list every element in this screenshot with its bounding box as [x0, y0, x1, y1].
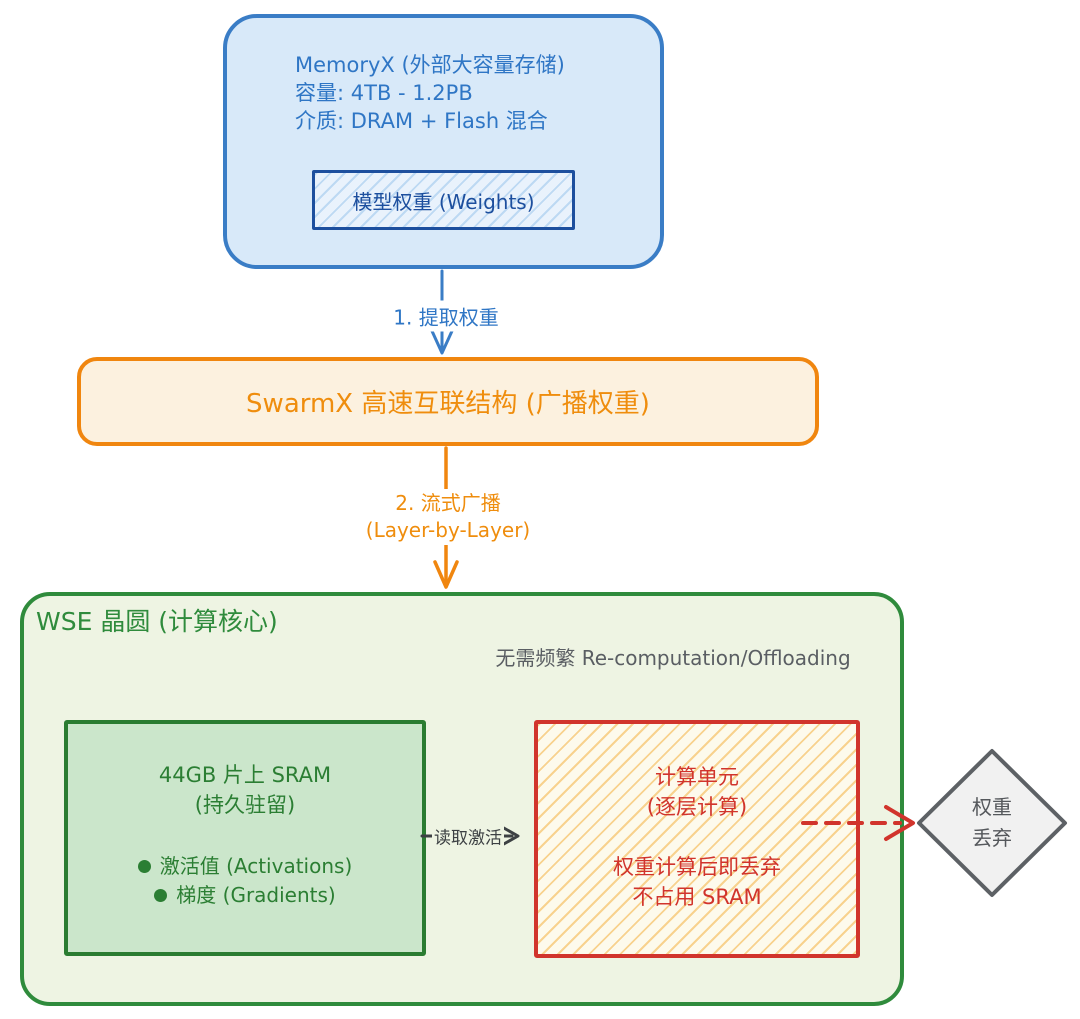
wse-title: WSE 晶圆 (计算核心)	[36, 607, 278, 636]
sram-item-gradients: 梯度 (Gradients)	[68, 881, 422, 910]
compute-subtitle: (逐层计算)	[646, 795, 748, 819]
spacer	[538, 822, 856, 852]
memoryx-box: MemoryX (外部大容量存储) 容量: 4TB - 1.2PB 介质: DR…	[223, 14, 664, 269]
arrow2-label: 2. 流式广播 (Layer-by-Layer)	[359, 489, 537, 545]
memoryx-medium: 介质: DRAM + Flash 混合	[295, 109, 548, 133]
compute-note2: 不占用 SRAM	[632, 885, 762, 909]
arrow1-label: 1. 提取权重	[387, 300, 505, 332]
spacer	[68, 820, 422, 852]
sram-item-label: 梯度 (Gradients)	[176, 883, 336, 907]
wse-box: WSE 晶圆 (计算核心) 无需频繁 Re-computation/Offloa…	[20, 592, 904, 1006]
arrow2-label-line1: 2. 流式广播	[395, 491, 501, 515]
discard-diamond-label: 权重 丢弃	[972, 792, 1012, 854]
memoryx-capacity: 容量: 4TB - 1.2PB	[295, 81, 473, 105]
compute-note1: 权重计算后即丢弃	[613, 855, 781, 879]
bullet-icon	[137, 860, 151, 873]
compute-title: 计算单元	[655, 765, 739, 789]
discard-line2: 丢弃	[972, 826, 1012, 850]
read-activations-label: 读取激活	[432, 823, 504, 849]
weights-chip-label: 模型权重 (Weights)	[352, 189, 535, 214]
wse-note: 无需频繁 Re-computation/Offloading	[495, 646, 851, 670]
sram-item-label: 激活值 (Activations)	[159, 854, 353, 878]
compute-box: 计算单元 (逐层计算) 权重计算后即丢弃 不占用 SRAM	[534, 720, 860, 958]
swarmx-box: SwarmX 高速互联结构 (广播权重)	[77, 357, 819, 446]
sram-subtitle: (持久驻留)	[194, 793, 296, 817]
swarmx-label: SwarmX 高速互联结构 (广播权重)	[246, 389, 650, 419]
discard-line1: 权重	[972, 795, 1012, 819]
weights-chip: 模型权重 (Weights)	[312, 170, 575, 230]
sram-title: 44GB 片上 SRAM	[158, 763, 332, 787]
memoryx-text-block: MemoryX (外部大容量存储) 容量: 4TB - 1.2PB 介质: DR…	[227, 18, 660, 135]
sram-box: 44GB 片上 SRAM (持久驻留) 激活值 (Activations) 梯度…	[64, 720, 426, 956]
arrow2-label-line2: (Layer-by-Layer)	[365, 518, 531, 542]
sram-item-activations: 激活值 (Activations)	[68, 852, 422, 881]
bullet-icon	[154, 889, 168, 902]
memoryx-title: MemoryX (外部大容量存储)	[295, 53, 565, 77]
